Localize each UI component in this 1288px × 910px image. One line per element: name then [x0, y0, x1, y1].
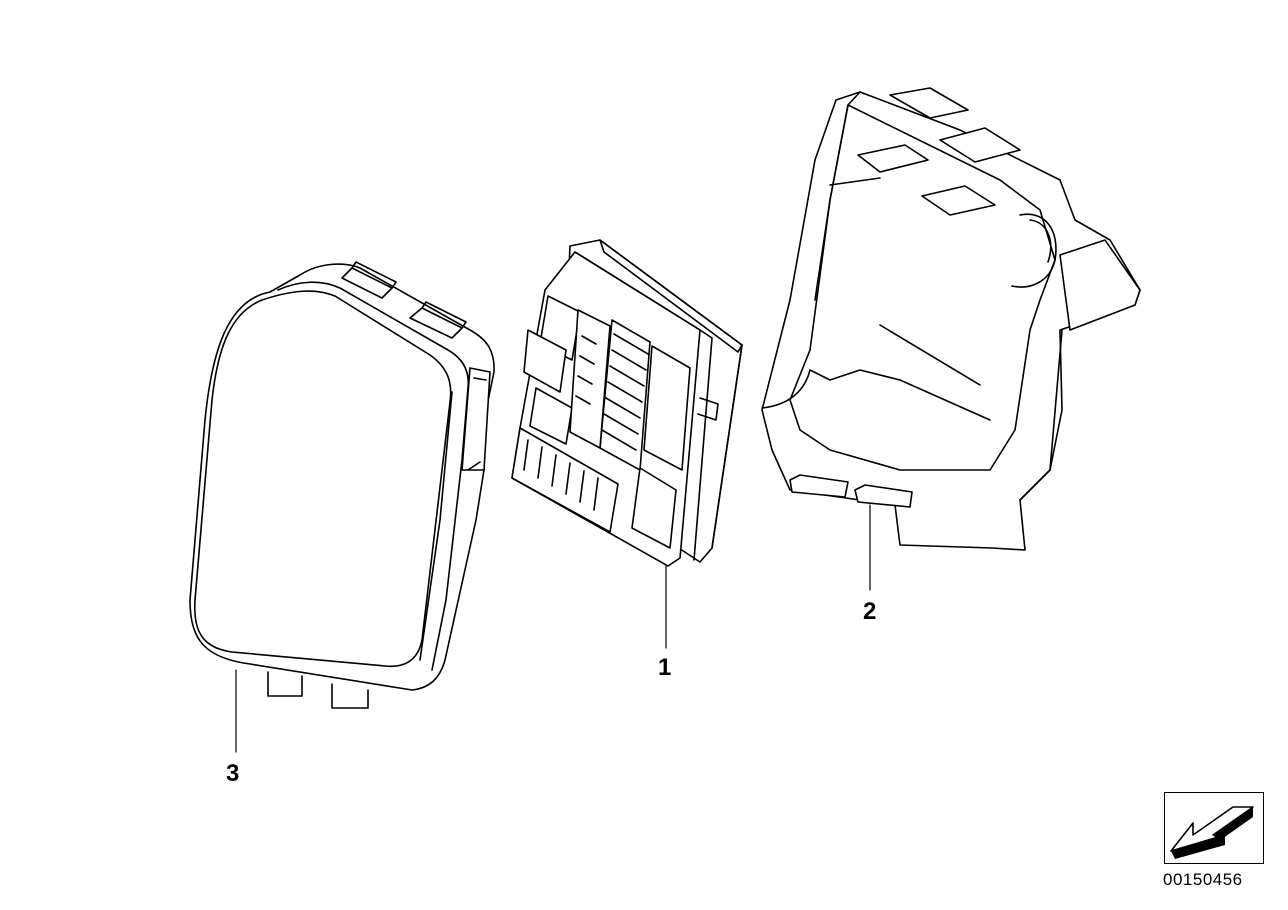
callout-part-1: 1 — [658, 654, 672, 681]
direction-arrow-icon — [1170, 806, 1254, 859]
orientation-box — [1164, 792, 1264, 864]
callout-part-2: 2 — [863, 598, 877, 625]
part-1-control-module-drawing — [511, 239, 743, 649]
part-3-cover-drawing — [189, 261, 495, 709]
part-2-housing-drawing — [761, 87, 1141, 591]
reference-number: 00150456 — [1163, 870, 1243, 889]
callout-part-3: 3 — [226, 760, 240, 787]
